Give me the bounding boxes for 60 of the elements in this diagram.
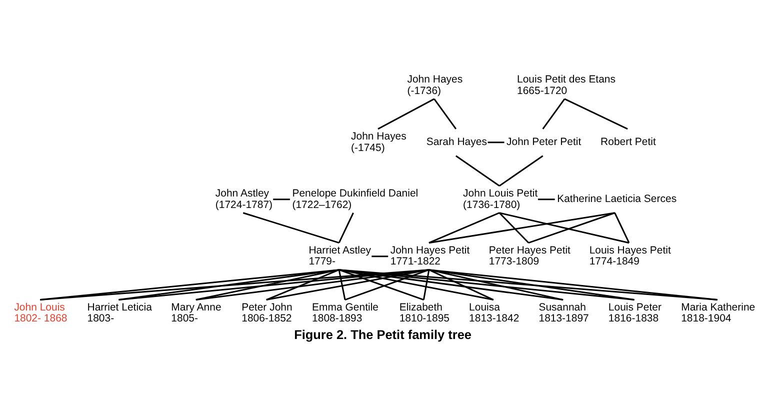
node-text: Louis Peter 1816-1838	[608, 302, 662, 324]
connector	[372, 255, 388, 257]
node-text: John Hayes (-1736)	[407, 74, 463, 96]
node-text: John Hayes Petit 1771-1822	[390, 244, 470, 268]
node-text: John Peter Petit	[506, 136, 582, 148]
node-text: Louisa 1813-1842	[469, 302, 520, 324]
connector	[542, 98, 566, 129]
connector	[338, 212, 354, 243]
node-text: Elizabeth 1810-1895	[399, 302, 450, 324]
node-text: Peter John 1806-1852	[242, 302, 292, 324]
connector	[338, 268, 564, 300]
connector	[564, 98, 628, 130]
connector	[338, 268, 494, 300]
connector	[40, 268, 430, 300]
connector	[428, 268, 634, 300]
connector	[378, 98, 435, 130]
connector	[118, 268, 340, 300]
node-text: John Astley (1724-1787)	[215, 188, 273, 210]
connector	[456, 154, 500, 186]
node-text: Penelope Dukinfield Daniel (1722–1762)	[292, 188, 418, 210]
connector	[118, 268, 430, 300]
connector	[338, 268, 634, 300]
connector	[528, 212, 616, 244]
connector	[498, 212, 530, 243]
node-text: John Louis Petit (1736-1780)	[463, 188, 538, 210]
node-text: Maria Katherine 1818-1904	[681, 302, 756, 324]
node-text: Peter Hayes Petit 1773-1809	[488, 244, 570, 268]
node-text: Emma Gentile 1808-1893	[312, 302, 378, 324]
connector	[273, 198, 290, 200]
connector	[338, 268, 718, 300]
node-text: Sarah Hayes	[426, 136, 487, 148]
connector	[428, 212, 615, 244]
connector	[538, 198, 555, 200]
node-text: Susannah 1813-1897	[538, 302, 589, 324]
connector	[428, 268, 564, 300]
node-text: Harriet Leticia 1803-	[87, 302, 152, 324]
connector	[488, 141, 504, 143]
connector	[422, 269, 430, 300]
node-text: Louis Petit des Etans 1665-1720	[517, 74, 616, 96]
connector	[242, 212, 340, 244]
node-text: Robert Petit	[600, 136, 656, 148]
connector	[428, 268, 718, 300]
node-text: John Louis 1802- 1868	[14, 302, 68, 324]
connector	[614, 212, 630, 243]
node-text: Harriet Astley 1779-	[308, 244, 372, 268]
node-text: Mary Anne 1805-	[171, 302, 222, 324]
connector	[499, 212, 630, 244]
connector	[196, 268, 430, 300]
node-text: Katherine Laeticia Serces	[557, 194, 677, 205]
connector	[266, 268, 340, 300]
connector	[434, 98, 457, 129]
node-text: Louis Hayes Petit 1774-1849	[589, 244, 671, 268]
connector	[196, 268, 340, 300]
caption: Figure 2. The Petit family tree	[294, 326, 472, 342]
connector	[498, 154, 544, 186]
connector	[428, 212, 500, 244]
connector	[428, 268, 494, 300]
connector	[266, 268, 430, 300]
node-text: John Hayes (-1745)	[351, 131, 406, 154]
connector	[338, 269, 346, 300]
